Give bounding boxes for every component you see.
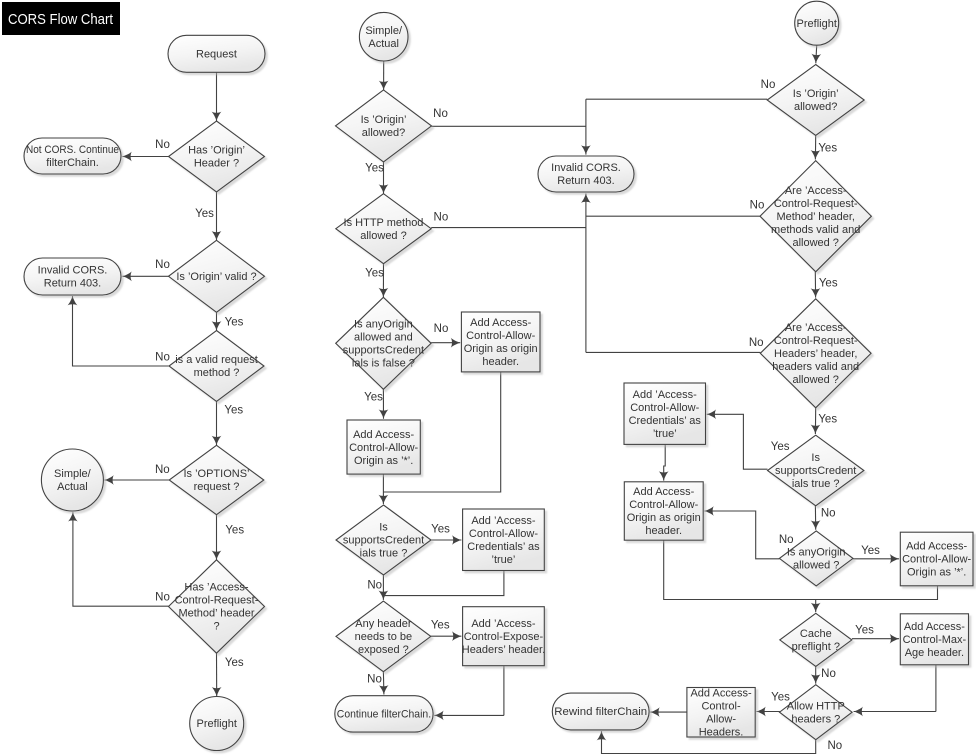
svg-text:Rewind filterChain: Rewind filterChain bbox=[554, 706, 647, 718]
svg-text:Is ’OPTIONS’request ?: Is ’OPTIONS’request ? bbox=[183, 468, 249, 493]
svg-text:No: No bbox=[155, 352, 170, 364]
svg-text:Simple/Actual: Simple/Actual bbox=[54, 468, 92, 493]
svg-text:Add Access-Control-Allow-Heade: Add Access-Control-Allow-Headers. bbox=[690, 687, 751, 738]
svg-text:Has ’Origin’Header ?: Has ’Origin’Header ? bbox=[188, 145, 245, 170]
svg-text:Yes: Yes bbox=[861, 545, 880, 557]
svg-text:Invalid CORS.Return 403.: Invalid CORS.Return 403. bbox=[38, 265, 108, 290]
svg-text:Add Access-Control-Allow-Origi: Add Access-Control-Allow-Origin as ’*’. bbox=[349, 429, 418, 467]
svg-text:No: No bbox=[434, 212, 449, 224]
svg-text:No: No bbox=[821, 508, 836, 520]
svg-text:Yes: Yes bbox=[364, 392, 383, 404]
svg-text:No: No bbox=[750, 200, 765, 212]
svg-text:Add Access-Control-Allow-Origi: Add Access-Control-Allow-Origin as origi… bbox=[627, 486, 701, 537]
svg-text:Is ’Origin’ valid ?: Is ’Origin’ valid ? bbox=[176, 271, 256, 283]
svg-text:Yes: Yes bbox=[771, 692, 790, 704]
svg-text:No: No bbox=[367, 580, 382, 592]
svg-text:No: No bbox=[761, 79, 776, 91]
svg-text:Add Access-Control-Allow-Origi: Add Access-Control-Allow-Origin as origi… bbox=[464, 317, 538, 368]
svg-text:No: No bbox=[155, 259, 170, 271]
svg-text:Are ’Access-Control-Request-He: Are ’Access-Control-Request-Headers’ hea… bbox=[772, 322, 859, 386]
svg-text:No: No bbox=[367, 674, 382, 686]
svg-text:Has ’Access-Control-Request-Me: Has ’Access-Control-Request-Method’ head… bbox=[175, 582, 259, 633]
svg-text:No: No bbox=[434, 323, 449, 335]
svg-text:Preflight: Preflight bbox=[197, 718, 237, 730]
svg-text:No: No bbox=[155, 464, 170, 476]
svg-text:No: No bbox=[749, 337, 764, 349]
svg-text:Yes: Yes bbox=[819, 278, 838, 290]
svg-text:Add ’Access-Control-Allow-Cred: Add ’Access-Control-Allow-Credentials’ a… bbox=[467, 515, 540, 566]
svg-text:CORS Flow Chart: CORS Flow Chart bbox=[8, 11, 114, 28]
svg-text:Is ’Origin’allowed?: Is ’Origin’allowed? bbox=[793, 88, 839, 113]
svg-text:Yes: Yes bbox=[224, 405, 243, 417]
svg-text:No: No bbox=[155, 592, 170, 604]
svg-text:Yes: Yes bbox=[818, 143, 837, 155]
svg-text:No: No bbox=[827, 740, 842, 752]
svg-text:Yes: Yes bbox=[818, 414, 837, 426]
svg-text:Yes: Yes bbox=[771, 441, 790, 453]
svg-text:Invalid CORS.Return 403.: Invalid CORS.Return 403. bbox=[551, 162, 621, 187]
svg-text:Yes: Yes bbox=[195, 208, 214, 220]
svg-text:Yes: Yes bbox=[431, 524, 450, 536]
svg-text:Yes: Yes bbox=[225, 525, 244, 537]
svg-text:Add Access-Control-Max-Age hea: Add Access-Control-Max-Age header. bbox=[903, 621, 967, 659]
svg-text:Yes: Yes bbox=[365, 268, 384, 280]
svg-text:Yes: Yes bbox=[225, 657, 244, 669]
svg-text:Are ’Access-Control-Request-Me: Are ’Access-Control-Request-Method’ head… bbox=[771, 185, 860, 249]
svg-text:Is ’Origin’allowed?: Is ’Origin’allowed? bbox=[361, 114, 407, 139]
svg-text:No: No bbox=[433, 108, 448, 120]
svg-text:Continue filterChain.: Continue filterChain. bbox=[337, 709, 431, 721]
svg-text:Add Access-Control-Allow-Origi: Add Access-Control-Allow-Origin as ’*’. bbox=[902, 541, 971, 579]
svg-text:No: No bbox=[779, 534, 794, 546]
svg-text:Request: Request bbox=[196, 49, 237, 61]
svg-text:No: No bbox=[155, 139, 170, 151]
svg-text:Simple/Actual: Simple/Actual bbox=[365, 25, 403, 50]
svg-text:Yes: Yes bbox=[225, 317, 244, 329]
svg-text:Add ’Access-Control-Expose-Hea: Add ’Access-Control-Expose-Headers’ head… bbox=[462, 618, 545, 656]
svg-text:Preflight: Preflight bbox=[797, 18, 837, 30]
svg-text:Add ’Access-Control-Allow-Cred: Add ’Access-Control-Allow-Credentials’ a… bbox=[629, 389, 702, 440]
svg-text:Yes: Yes bbox=[855, 625, 874, 637]
svg-text:Yes: Yes bbox=[365, 163, 384, 175]
svg-text:Yes: Yes bbox=[431, 620, 450, 632]
svg-text:No: No bbox=[821, 668, 836, 680]
